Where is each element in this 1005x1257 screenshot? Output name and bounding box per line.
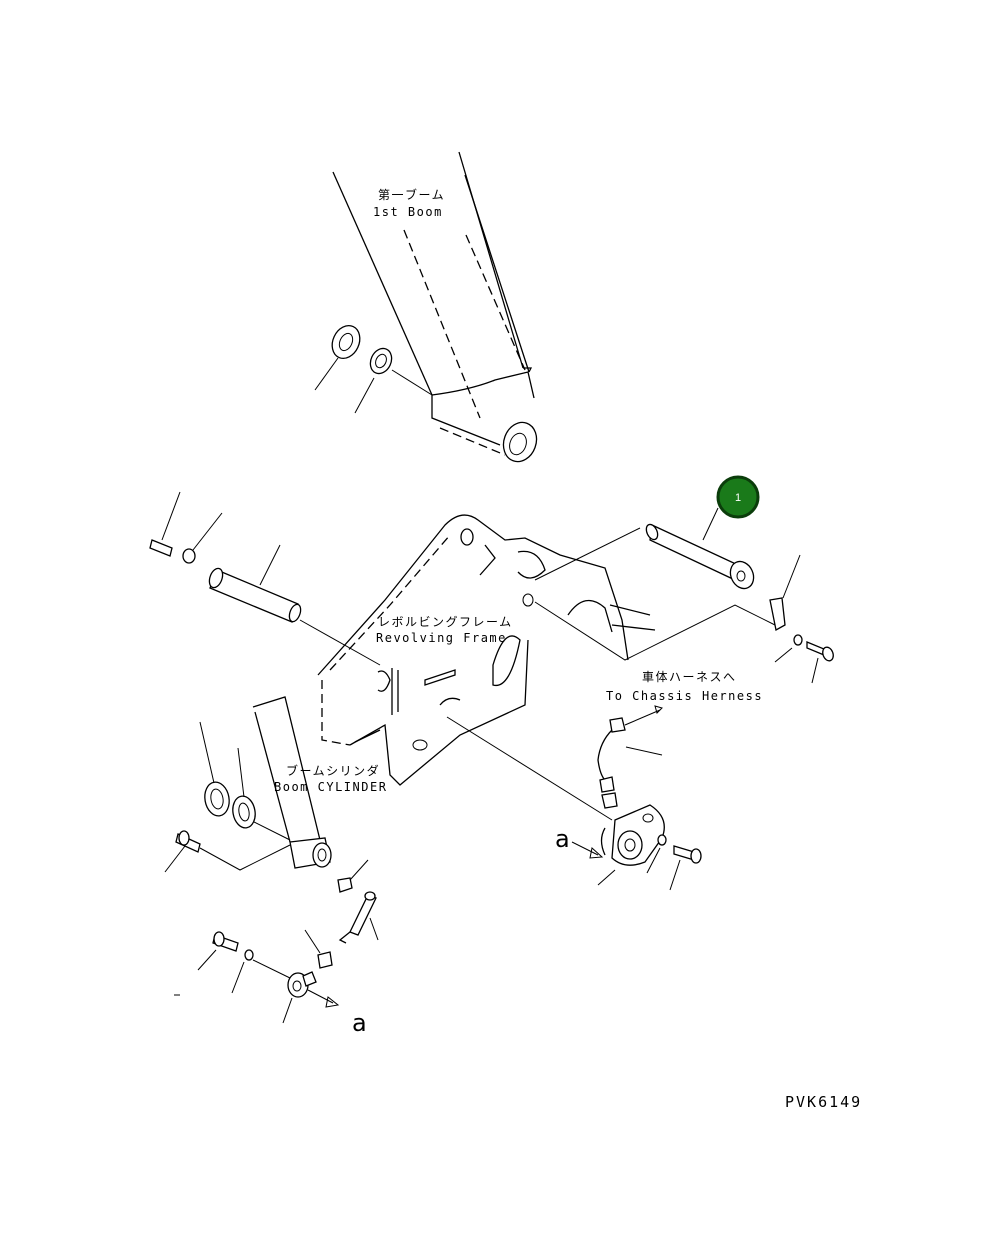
bottom-fitting-assembly: [174, 891, 379, 1024]
boom-cylinder: [164, 696, 369, 893]
left-pin-assembly: [149, 491, 381, 666]
harness-sensor-assembly: [446, 705, 702, 891]
revolving-frame: [317, 514, 656, 786]
boom-cylinder-label-en: Boom CYLINDER: [274, 780, 387, 794]
chassis-harness-label-jp: 車体ハーネスへ: [642, 670, 737, 684]
callout-1-badge[interactable]: [716, 475, 760, 519]
revolving-frame-label-en: Revolving Frame: [376, 631, 507, 645]
first-boom-label-en: 1st Boom: [373, 205, 443, 219]
callout-1-number: 1: [735, 492, 741, 504]
chassis-harness-label-en: To Chassis Herness: [606, 689, 763, 703]
boom-foot-pin: [534, 507, 834, 684]
first-boom: [314, 151, 538, 463]
boom-cylinder-label-jp: ブームシリンダ: [286, 763, 380, 778]
callout-1[interactable]: 1: [716, 475, 760, 519]
first-boom-label-jp: 第一ブーム: [378, 187, 445, 202]
drawing-number: PVK6149: [785, 1093, 862, 1111]
view-a-marker-top: a: [555, 825, 570, 853]
view-a-marker-bottom: a: [352, 1009, 367, 1037]
revolving-frame-label-jp: レボルビングフレーム: [378, 615, 513, 629]
